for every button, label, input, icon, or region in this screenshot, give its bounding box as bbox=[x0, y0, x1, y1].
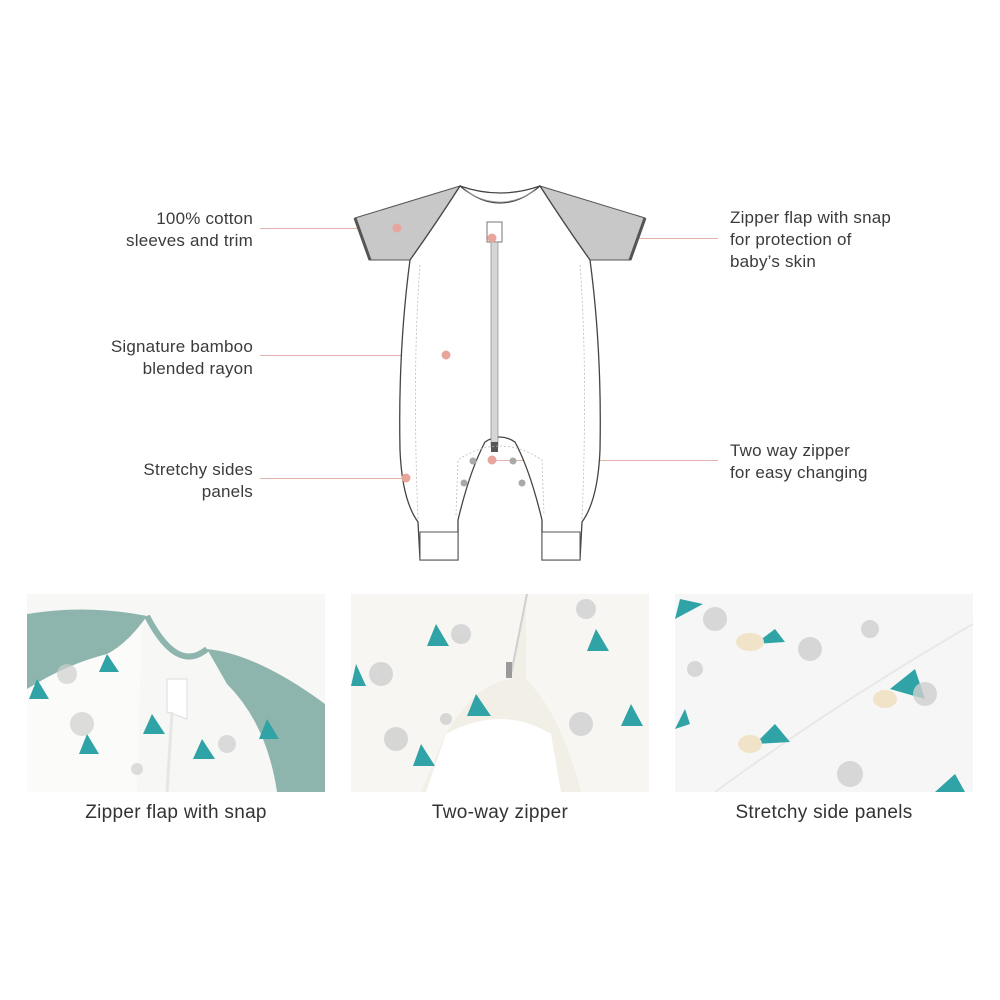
marker-dot-sleeve bbox=[392, 223, 402, 233]
photo-two-way-zipper bbox=[351, 594, 649, 792]
leader-line-two-way-zipper bbox=[492, 460, 718, 461]
callout-text-line: baby’s skin bbox=[730, 252, 816, 271]
leader-line-bamboo-rayon bbox=[260, 355, 446, 356]
callout-text-line: Signature bamboo bbox=[110, 337, 253, 356]
right-leg-cuff bbox=[541, 531, 581, 561]
callout-text-line: 100% cotton bbox=[156, 209, 253, 228]
callout-zipper-flap: Zipper flap with snap for protection of … bbox=[730, 207, 891, 273]
callout-text-line: Stretchy sides bbox=[143, 460, 253, 479]
marker-dot-flap bbox=[487, 233, 497, 243]
callout-text-line: Two way zipper bbox=[730, 441, 850, 460]
caption-two-way-zipper: Two-way zipper bbox=[431, 802, 569, 823]
callout-text-line: panels bbox=[201, 482, 253, 501]
callout-cotton-sleeves: 100% cotton sleeves and trim bbox=[126, 208, 253, 252]
snap-icon bbox=[460, 479, 468, 487]
photo-stretchy-side-panels bbox=[675, 594, 973, 792]
callout-two-way-zipper: Two way zipper for easy changing bbox=[730, 440, 868, 484]
callout-bamboo-rayon: Signature bamboo blended rayon bbox=[111, 336, 253, 380]
callout-text-line: sleeves and trim bbox=[126, 231, 253, 250]
snap-icon bbox=[518, 479, 526, 487]
leader-line-cotton-sleeves bbox=[260, 228, 397, 229]
callout-text-line: Zipper flap with snap bbox=[730, 208, 892, 227]
marker-dot-zipper bbox=[487, 455, 497, 465]
snap-icon bbox=[509, 457, 517, 465]
caption-zipper-flap: Zipper flap with snap bbox=[85, 802, 267, 823]
callout-text-line: for easy changing bbox=[730, 463, 868, 482]
marker-dot-side bbox=[401, 473, 411, 483]
leader-line-stretchy-sides bbox=[260, 478, 406, 479]
sleep-suit-diagram bbox=[353, 185, 647, 561]
zipper bbox=[490, 241, 499, 448]
marker-dot-body bbox=[441, 350, 451, 360]
callout-stretchy-sides: Stretchy sides panels bbox=[143, 459, 253, 503]
photo-zipper-flap bbox=[27, 594, 325, 792]
callout-text-line: blended rayon bbox=[142, 359, 253, 378]
snap-icon bbox=[469, 457, 477, 465]
left-leg-cuff bbox=[419, 531, 459, 561]
callout-text-line: for protection of bbox=[730, 230, 852, 249]
caption-stretchy-side-panels: Stretchy side panels bbox=[735, 802, 913, 823]
